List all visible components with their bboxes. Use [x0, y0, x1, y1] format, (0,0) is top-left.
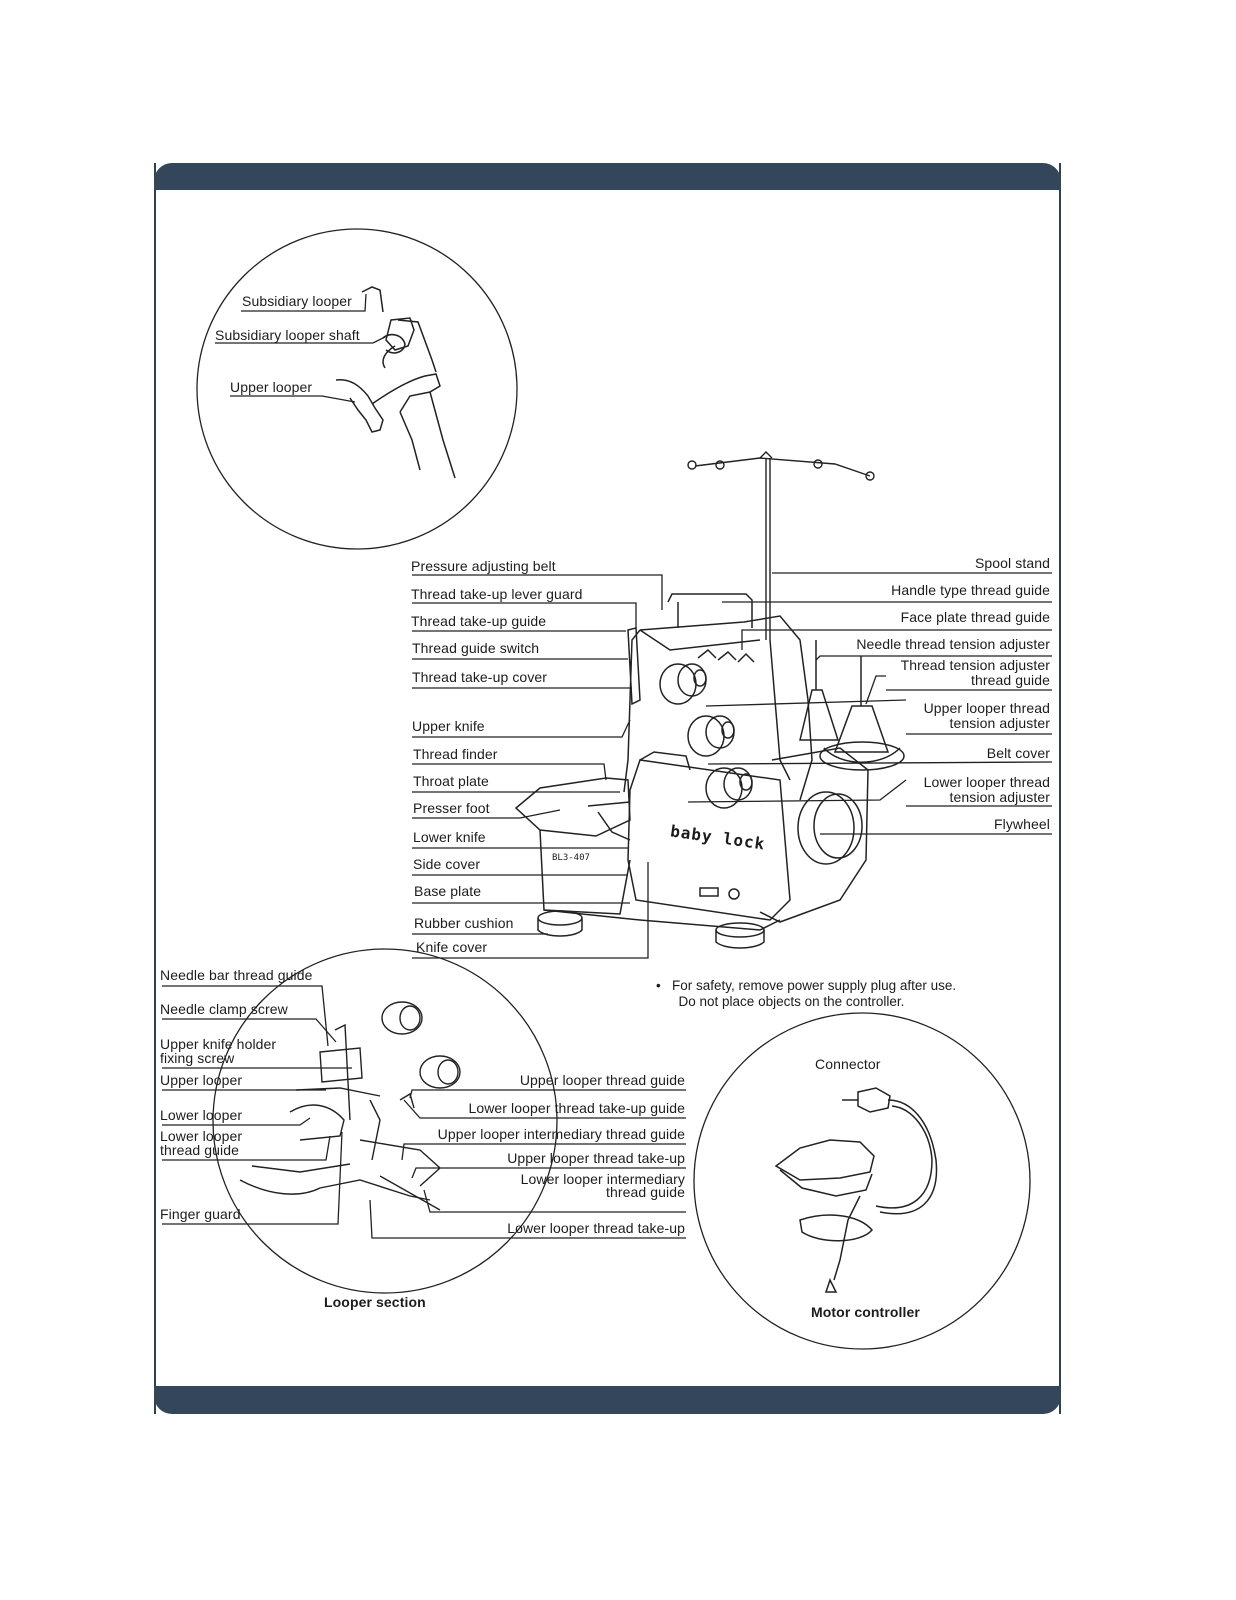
label-subsidiary-looper-shaft: Subsidiary looper shaft [215, 327, 360, 343]
foot-pedal-drawing [774, 1087, 938, 1293]
label-presser-foot: Presser foot [413, 800, 490, 816]
label-upper-looper-tension-adjuster: tension adjuster [949, 715, 1050, 731]
bottom-banner [154, 1386, 1061, 1414]
label-lower-looper-thread-takeup: Lower looper thread take-up [507, 1220, 685, 1236]
label-upper-looper-ls: Upper looper [160, 1072, 243, 1088]
label-connector: Connector [815, 1056, 881, 1072]
label-side-cover: Side cover [413, 856, 481, 872]
label-knife-cover: Knife cover [416, 939, 488, 955]
label-finger-guard: Finger guard [160, 1206, 241, 1222]
label-thread-takeup-cover: Thread take-up cover [412, 669, 548, 685]
label-lower-looper-thread-guide-2: thread guide [160, 1142, 240, 1158]
spool-stand-drawing [687, 451, 875, 640]
looper-detail-circle [212, 948, 558, 1294]
looper-mechanism-drawing [239, 1001, 461, 1211]
looper-section-title: Looper section [324, 1294, 426, 1310]
motor-controller-title: Motor controller [811, 1304, 920, 1320]
motor-controller-circle [693, 1012, 1031, 1350]
safety-bullet: • [656, 978, 661, 993]
label-thread-tension-adjuster-guide: thread guide [970, 672, 1050, 688]
label-upper-looper-intermediary-thread-guide: Upper looper intermediary thread guide [437, 1126, 685, 1142]
label-handle-type-thread-guide: Handle type thread guide [891, 582, 1050, 598]
label-lower-looper-thread: Lower looper thread [923, 774, 1050, 790]
label-lower-looper-thread-guide: Lower looper [160, 1128, 243, 1144]
label-base-plate: Base plate [414, 883, 482, 899]
label-thread-takeup-lever-guard: Thread take-up lever guard [411, 586, 583, 602]
label-needle-thread-tension-adjuster: Needle thread tension adjuster [856, 636, 1050, 652]
label-thread-guide-switch: Thread guide switch [412, 640, 540, 656]
subsidiary-looper-drawing [335, 286, 456, 479]
safety-line-1: For safety, remove power supply plug aft… [672, 978, 957, 993]
label-thread-takeup-guide: Thread take-up guide [411, 613, 547, 629]
label-rubber-cushion: Rubber cushion [414, 915, 514, 931]
label-thread-tension-adjuster: Thread tension adjuster [900, 657, 1050, 673]
label-upper-looper-thread: Upper looper thread [923, 700, 1050, 716]
machine-model: BL3-407 [552, 853, 590, 863]
label-needle-bar-thread-guide: Needle bar thread guide [160, 967, 313, 983]
label-flywheel: Flywheel [993, 816, 1050, 832]
label-lower-looper-intermediary-guide: thread guide [605, 1184, 685, 1200]
label-face-plate-thread-guide: Face plate thread guide [900, 609, 1050, 625]
serger-body-drawing [514, 593, 905, 949]
page-frame [154, 163, 1061, 1414]
label-upper-knife-holder: Upper knife holder [160, 1036, 277, 1052]
label-belt-cover: Belt cover [986, 745, 1050, 761]
label-subsidiary-looper: Subsidiary looper [242, 293, 352, 309]
label-upper-knife: Upper knife [412, 718, 485, 734]
label-throat-plate: Throat plate [413, 773, 489, 789]
label-upper-looper-thread-takeup: Upper looper thread take-up [507, 1150, 685, 1166]
label-pressure-adjusting-belt: Pressure adjusting belt [411, 558, 556, 574]
label-lower-looper-tension-adjuster: tension adjuster [949, 789, 1050, 805]
subsidiary-detail-circle [196, 228, 518, 550]
label-needle-clamp-screw: Needle clamp screw [160, 1001, 288, 1017]
label-upper-looper-thread-guide: Upper looper thread guide [519, 1072, 685, 1088]
top-banner [154, 163, 1061, 190]
safety-line-2: Do not place objects on the controller. [678, 994, 905, 1009]
label-spool-stand: Spool stand [974, 555, 1050, 571]
label-upper-looper-sub: Upper looper [230, 379, 313, 395]
label-lower-looper-thread-takeup-guide: Lower looper thread take-up guide [468, 1100, 685, 1116]
label-lower-looper-ls: Lower looper [160, 1107, 243, 1123]
label-lower-knife: Lower knife [413, 829, 486, 845]
label-lower-looper-intermediary: Lower looper intermediary [520, 1171, 685, 1187]
safety-note: • For safety, remove power supply plug a… [656, 978, 956, 1010]
label-upper-knife-holder-screw: fixing screw [160, 1050, 235, 1066]
label-thread-finder: Thread finder [413, 746, 498, 762]
